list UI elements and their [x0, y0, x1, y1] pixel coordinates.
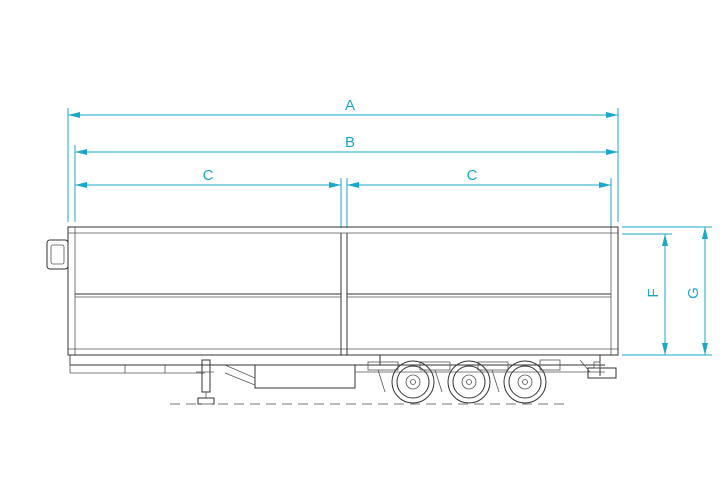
dimension-a-label: A: [345, 97, 355, 114]
dimension-g-label: G: [685, 287, 702, 299]
dimension-c-right: C: [346, 167, 612, 228]
dimension-f-label: F: [645, 288, 662, 297]
landing-gear: [196, 359, 215, 405]
dimension-c-right-label: C: [467, 167, 478, 184]
dimension-b: B: [74, 134, 618, 222]
dimension-c-left: C: [75, 167, 342, 228]
dimension-g: G: [622, 226, 712, 356]
wheel-3: [503, 360, 547, 404]
dimension-c-left-label: C: [203, 167, 214, 184]
wheel-1: [391, 360, 435, 404]
suspension: [367, 359, 561, 393]
wheel-2: [447, 360, 491, 404]
reefer-unit-icon: [46, 239, 69, 270]
chassis: [69, 354, 605, 389]
dimension-a: A: [67, 97, 619, 222]
dimension-b-label: B: [345, 134, 355, 151]
dimension-f: F: [622, 233, 672, 356]
trailer-body: [67, 226, 619, 356]
rear-bumper: [579, 355, 617, 379]
